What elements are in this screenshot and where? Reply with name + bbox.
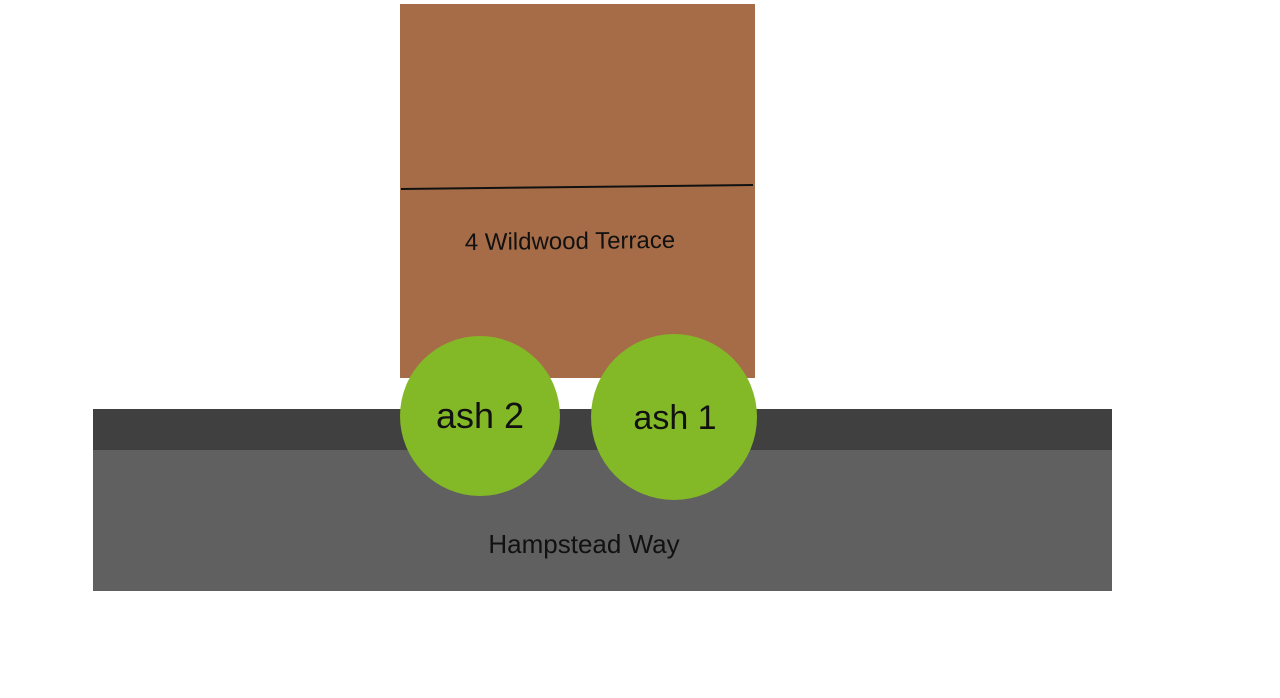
property-label: 4 Wildwood Terrace xyxy=(465,227,676,256)
tree-label: ash 2 xyxy=(436,395,524,436)
road-label: Hampstead Way xyxy=(488,529,679,559)
property-lot: 4 Wildwood Terrace xyxy=(400,4,755,378)
tree-canopy xyxy=(591,334,757,500)
tree-ash-1: ash 1 xyxy=(591,334,757,500)
tree-label: ash 1 xyxy=(633,399,716,437)
tree-canopy xyxy=(400,336,560,496)
road-surface xyxy=(93,450,1112,591)
property-boundary-line xyxy=(400,184,754,190)
tree-ash-2: ash 2 xyxy=(400,336,560,496)
property-parcel xyxy=(400,4,755,378)
